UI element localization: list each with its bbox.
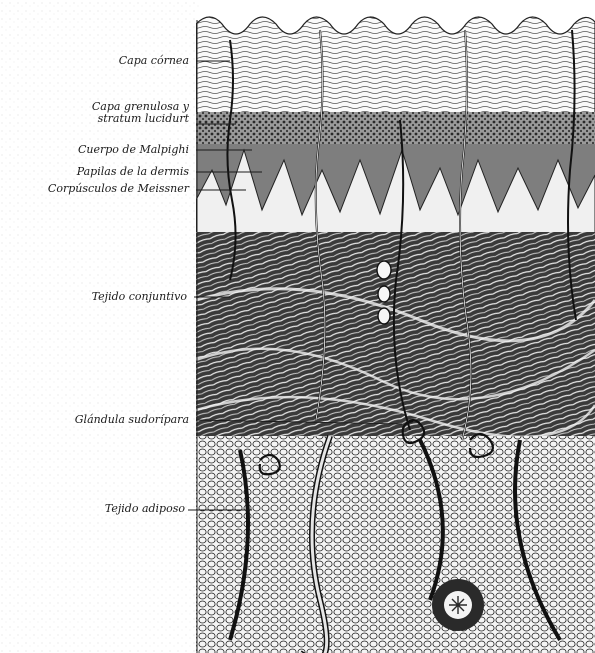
label-glandula-sudoripara: Glándula sudorípara bbox=[75, 414, 189, 426]
adipose-layer bbox=[196, 436, 595, 653]
background-noise bbox=[0, 0, 200, 653]
label-capa-cornea: Capa córnea bbox=[119, 55, 189, 67]
vessel-cross-section bbox=[432, 579, 484, 631]
label-tejido-adiposo: Tejido adiposo bbox=[105, 503, 185, 515]
stratum-granulosum-band bbox=[196, 112, 595, 146]
meissner-corpuscles bbox=[377, 261, 391, 324]
label-tejido-conjuntivo: Tejido conjuntivo bbox=[92, 291, 187, 303]
label-capa-granulosa: Capa grenulosa y stratum lucidurt bbox=[92, 101, 189, 125]
label-papilas-dermis: Papilas de la dermis bbox=[77, 166, 189, 178]
label-corpusculos-meissner: Corpúsculos de Meissner bbox=[48, 183, 189, 195]
label-capa-granulosa-line2: stratum lucidurt bbox=[92, 113, 189, 125]
label-cuerpo-malpighi: Cuerpo de Malpighi bbox=[78, 144, 189, 156]
tissue-section bbox=[196, 0, 595, 653]
